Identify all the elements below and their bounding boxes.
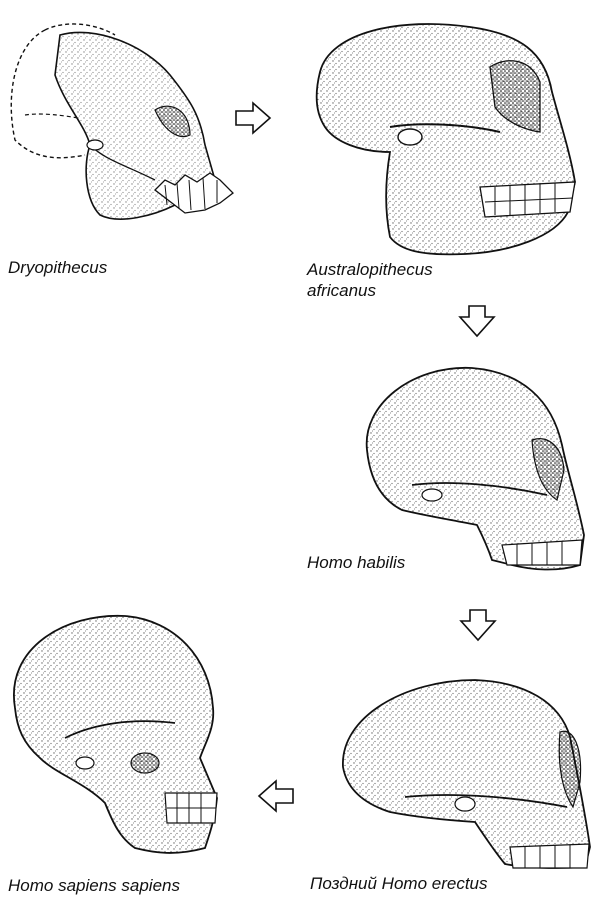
late-homo-erectus-label: Поздний Homo erectus: [310, 874, 488, 894]
arrow-right-icon: [233, 100, 273, 136]
arrow-down-icon: [457, 303, 497, 339]
arrow-left-icon: [256, 778, 296, 814]
homo-sapiens-sapiens-skull: [5, 608, 227, 863]
dryopithecus-skull: [5, 15, 245, 230]
arrow-down-icon: [458, 607, 498, 643]
australopithecus-label-line1: Australopithecus: [307, 260, 433, 280]
homo-habilis-skull: [352, 360, 592, 575]
australopithecus-skull: [290, 12, 580, 262]
homo-habilis-label: Homo habilis: [307, 553, 405, 573]
australopithecus-label-line2: africanus: [307, 281, 376, 301]
dryopithecus-label: Dryopithecus: [8, 258, 107, 278]
homo-sapiens-sapiens-label: Homo sapiens sapiens: [8, 876, 180, 896]
late-homo-erectus-skull: [335, 672, 593, 870]
